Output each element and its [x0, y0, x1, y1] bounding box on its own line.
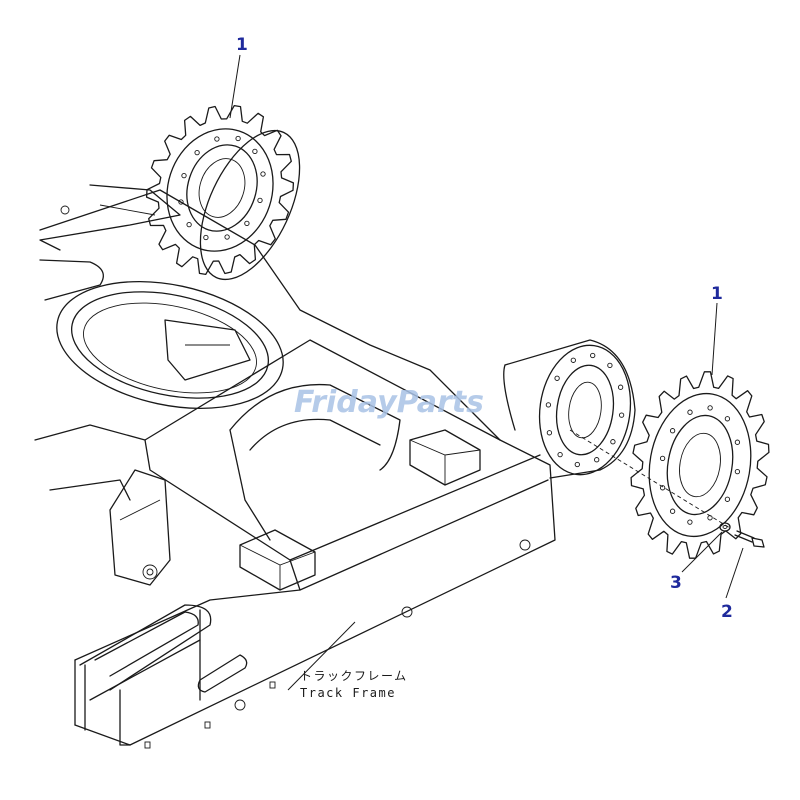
callout-sprocket-right: 1 [711, 284, 723, 304]
bolt-hole [724, 416, 731, 422]
callout-bolt: 2 [721, 602, 733, 622]
bolt-hole [235, 135, 241, 142]
bolt-hole [669, 428, 676, 434]
callout-sprocket-upper: 1 [236, 35, 248, 55]
bolt-hole [574, 461, 580, 468]
track-frame-label-english: Track Frame [300, 686, 396, 700]
bolt-hole [724, 496, 731, 502]
bolt-hole [734, 439, 741, 445]
track-frame [34, 189, 556, 749]
bolt-hole [594, 457, 600, 463]
bolt-hole [257, 197, 263, 204]
bolt-hole [244, 220, 250, 227]
bolt-hole [186, 221, 192, 228]
bolt-hole [659, 455, 666, 462]
upper-sprocket [39, 104, 301, 281]
swing-circle-ring [56, 280, 284, 410]
bolt-hole [610, 439, 616, 445]
bolt-hole [554, 375, 560, 381]
bolt-hole [181, 172, 187, 179]
right-sprocket [630, 371, 770, 559]
bolt-hole [178, 199, 184, 205]
bolt-hole [607, 362, 613, 369]
bolt-hole [546, 430, 553, 436]
bolt-hole [203, 234, 209, 241]
bolt-hole [194, 149, 200, 156]
bolt-hole [214, 136, 220, 142]
bolt-hole [590, 352, 596, 359]
watermark-logo: FridayParts [294, 385, 484, 420]
bolt-hole [687, 519, 693, 525]
bolt-hole [734, 468, 741, 475]
leader-lines [229, 54, 744, 691]
bolt-hole [252, 148, 258, 155]
bolt-hole [618, 412, 625, 418]
track-frame-label-japanese: トラックフレーム [300, 669, 408, 683]
callout-washer: 3 [670, 573, 682, 593]
bolt-hole [669, 508, 676, 514]
assembly-centerline [569, 429, 731, 529]
bolt-hole [570, 357, 576, 363]
bolt-hole [545, 402, 552, 408]
bolt-hole [659, 485, 666, 491]
bolt-hole [707, 405, 713, 411]
bolt-hole [557, 451, 563, 458]
washer [719, 522, 731, 532]
bolt [734, 530, 765, 548]
bolt-hole [687, 409, 693, 415]
bolt-hole [224, 234, 230, 240]
bolt-hole [260, 171, 266, 177]
final-drive-housing [503, 339, 636, 479]
bolt-hole [617, 384, 624, 390]
